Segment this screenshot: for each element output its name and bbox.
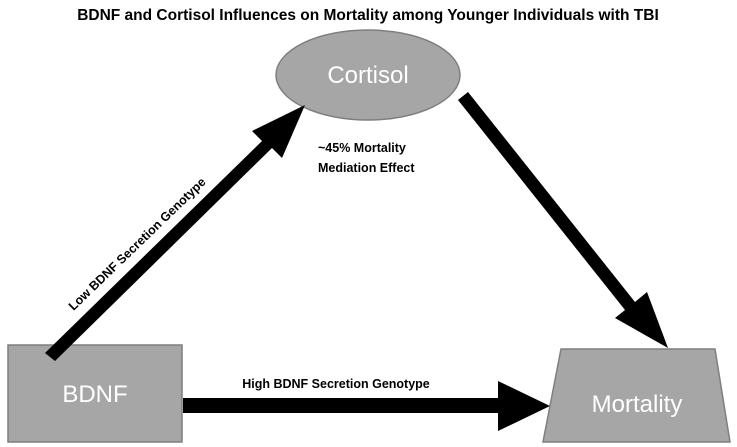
cortisol-to-mortality-arrow: [458, 92, 668, 348]
bdnf-to-mortality-arrow: [183, 381, 550, 431]
cortisol-node: Cortisol: [275, 29, 461, 121]
cortisol-label: Cortisol: [327, 62, 408, 89]
bdnf-to-cortisol-arrow: [45, 105, 305, 361]
low-bdnf-genotype-label: Low BDNF Secretion Genotype: [66, 175, 209, 313]
mediation-effect-label-line2: Mediation Effect: [318, 161, 415, 175]
bdnf-label: BDNF: [62, 381, 127, 408]
mortality-label: Mortality: [592, 391, 683, 418]
mortality-node: Mortality: [542, 348, 731, 443]
diagram-title: BDNF and Cortisol Influences on Mortalit…: [77, 7, 659, 24]
mediation-effect-label-line1: ~45% Mortality: [318, 141, 406, 155]
bdnf-node: BDNF: [7, 344, 183, 443]
high-bdnf-genotype-label: High BDNF Secretion Genotype: [242, 377, 430, 391]
